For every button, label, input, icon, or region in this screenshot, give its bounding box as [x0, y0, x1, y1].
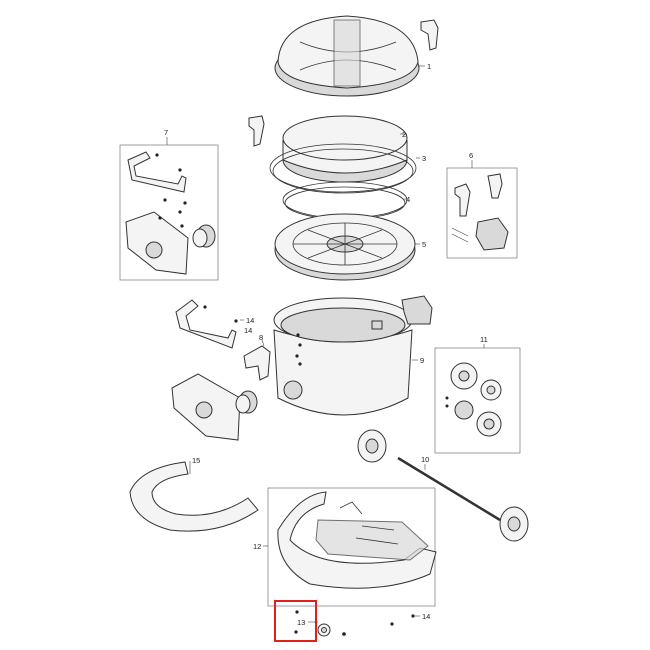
- bracket-8[interactable]: [243, 345, 271, 381]
- label-14-mid: 14: [244, 326, 252, 335]
- group-box-11: [434, 347, 521, 454]
- caster-set[interactable]: [445, 362, 502, 437]
- inlet-coupling-lower[interactable]: [235, 390, 258, 414]
- motor-base-grille[interactable]: [274, 213, 416, 281]
- base-chassis[interactable]: [277, 491, 437, 589]
- leader-lines: [166, 65, 485, 623]
- label-3: 3: [422, 154, 426, 163]
- carry-handle-lower[interactable]: [175, 299, 237, 349]
- label-8: 8: [259, 333, 263, 342]
- carry-handle-upper[interactable]: [127, 151, 187, 193]
- label-13: 13: [297, 618, 305, 627]
- cartridge-filter[interactable]: [282, 115, 408, 183]
- label-5: 5: [422, 240, 426, 249]
- axle[interactable]: [397, 456, 501, 522]
- label-11: 11: [480, 335, 488, 344]
- float-ring[interactable]: [282, 181, 408, 220]
- label-6: 6: [469, 151, 473, 160]
- label-2: 2: [402, 130, 406, 139]
- group-box-12: [267, 487, 436, 607]
- container-tank[interactable]: [273, 297, 413, 416]
- rear-wheel-left[interactable]: [357, 429, 387, 463]
- screws-container: [203, 305, 302, 366]
- latch-clip-mid[interactable]: [248, 115, 265, 147]
- highlight-box: [274, 600, 317, 642]
- group-box-7: [119, 144, 219, 281]
- latch-bracket-right[interactable]: [401, 295, 433, 325]
- label-7: 7: [164, 128, 168, 137]
- screws-bottom: [294, 610, 415, 636]
- label-10: 10: [421, 455, 429, 464]
- screws-group-7: [155, 153, 187, 228]
- hose-inlet-upper[interactable]: [125, 211, 189, 275]
- hose-inlet-lower[interactable]: [171, 373, 241, 441]
- caster-small[interactable]: [317, 623, 331, 637]
- label-12: 12: [253, 542, 261, 551]
- callout-labels: 1 2 3 4 5 7 6 14 14 8 9 11 10 15 12 13 1…: [164, 62, 488, 627]
- lid-cover[interactable]: [274, 15, 420, 97]
- latch-clip-top[interactable]: [420, 19, 439, 51]
- group-box-6: [446, 167, 518, 259]
- label-4: 4: [406, 195, 410, 204]
- rear-wheel-right[interactable]: [499, 506, 529, 542]
- inlet-coupling-upper[interactable]: [192, 224, 216, 248]
- label-9: 9: [420, 356, 424, 365]
- filter-gasket[interactable]: [269, 143, 417, 194]
- latch-kit-parts[interactable]: [451, 173, 509, 251]
- label-15: 15: [192, 456, 200, 465]
- label-14-upper: 14: [246, 316, 254, 325]
- label-1: 1: [427, 62, 431, 71]
- label-14-lower: 14: [422, 612, 430, 621]
- bumper-ring[interactable]: [129, 461, 259, 532]
